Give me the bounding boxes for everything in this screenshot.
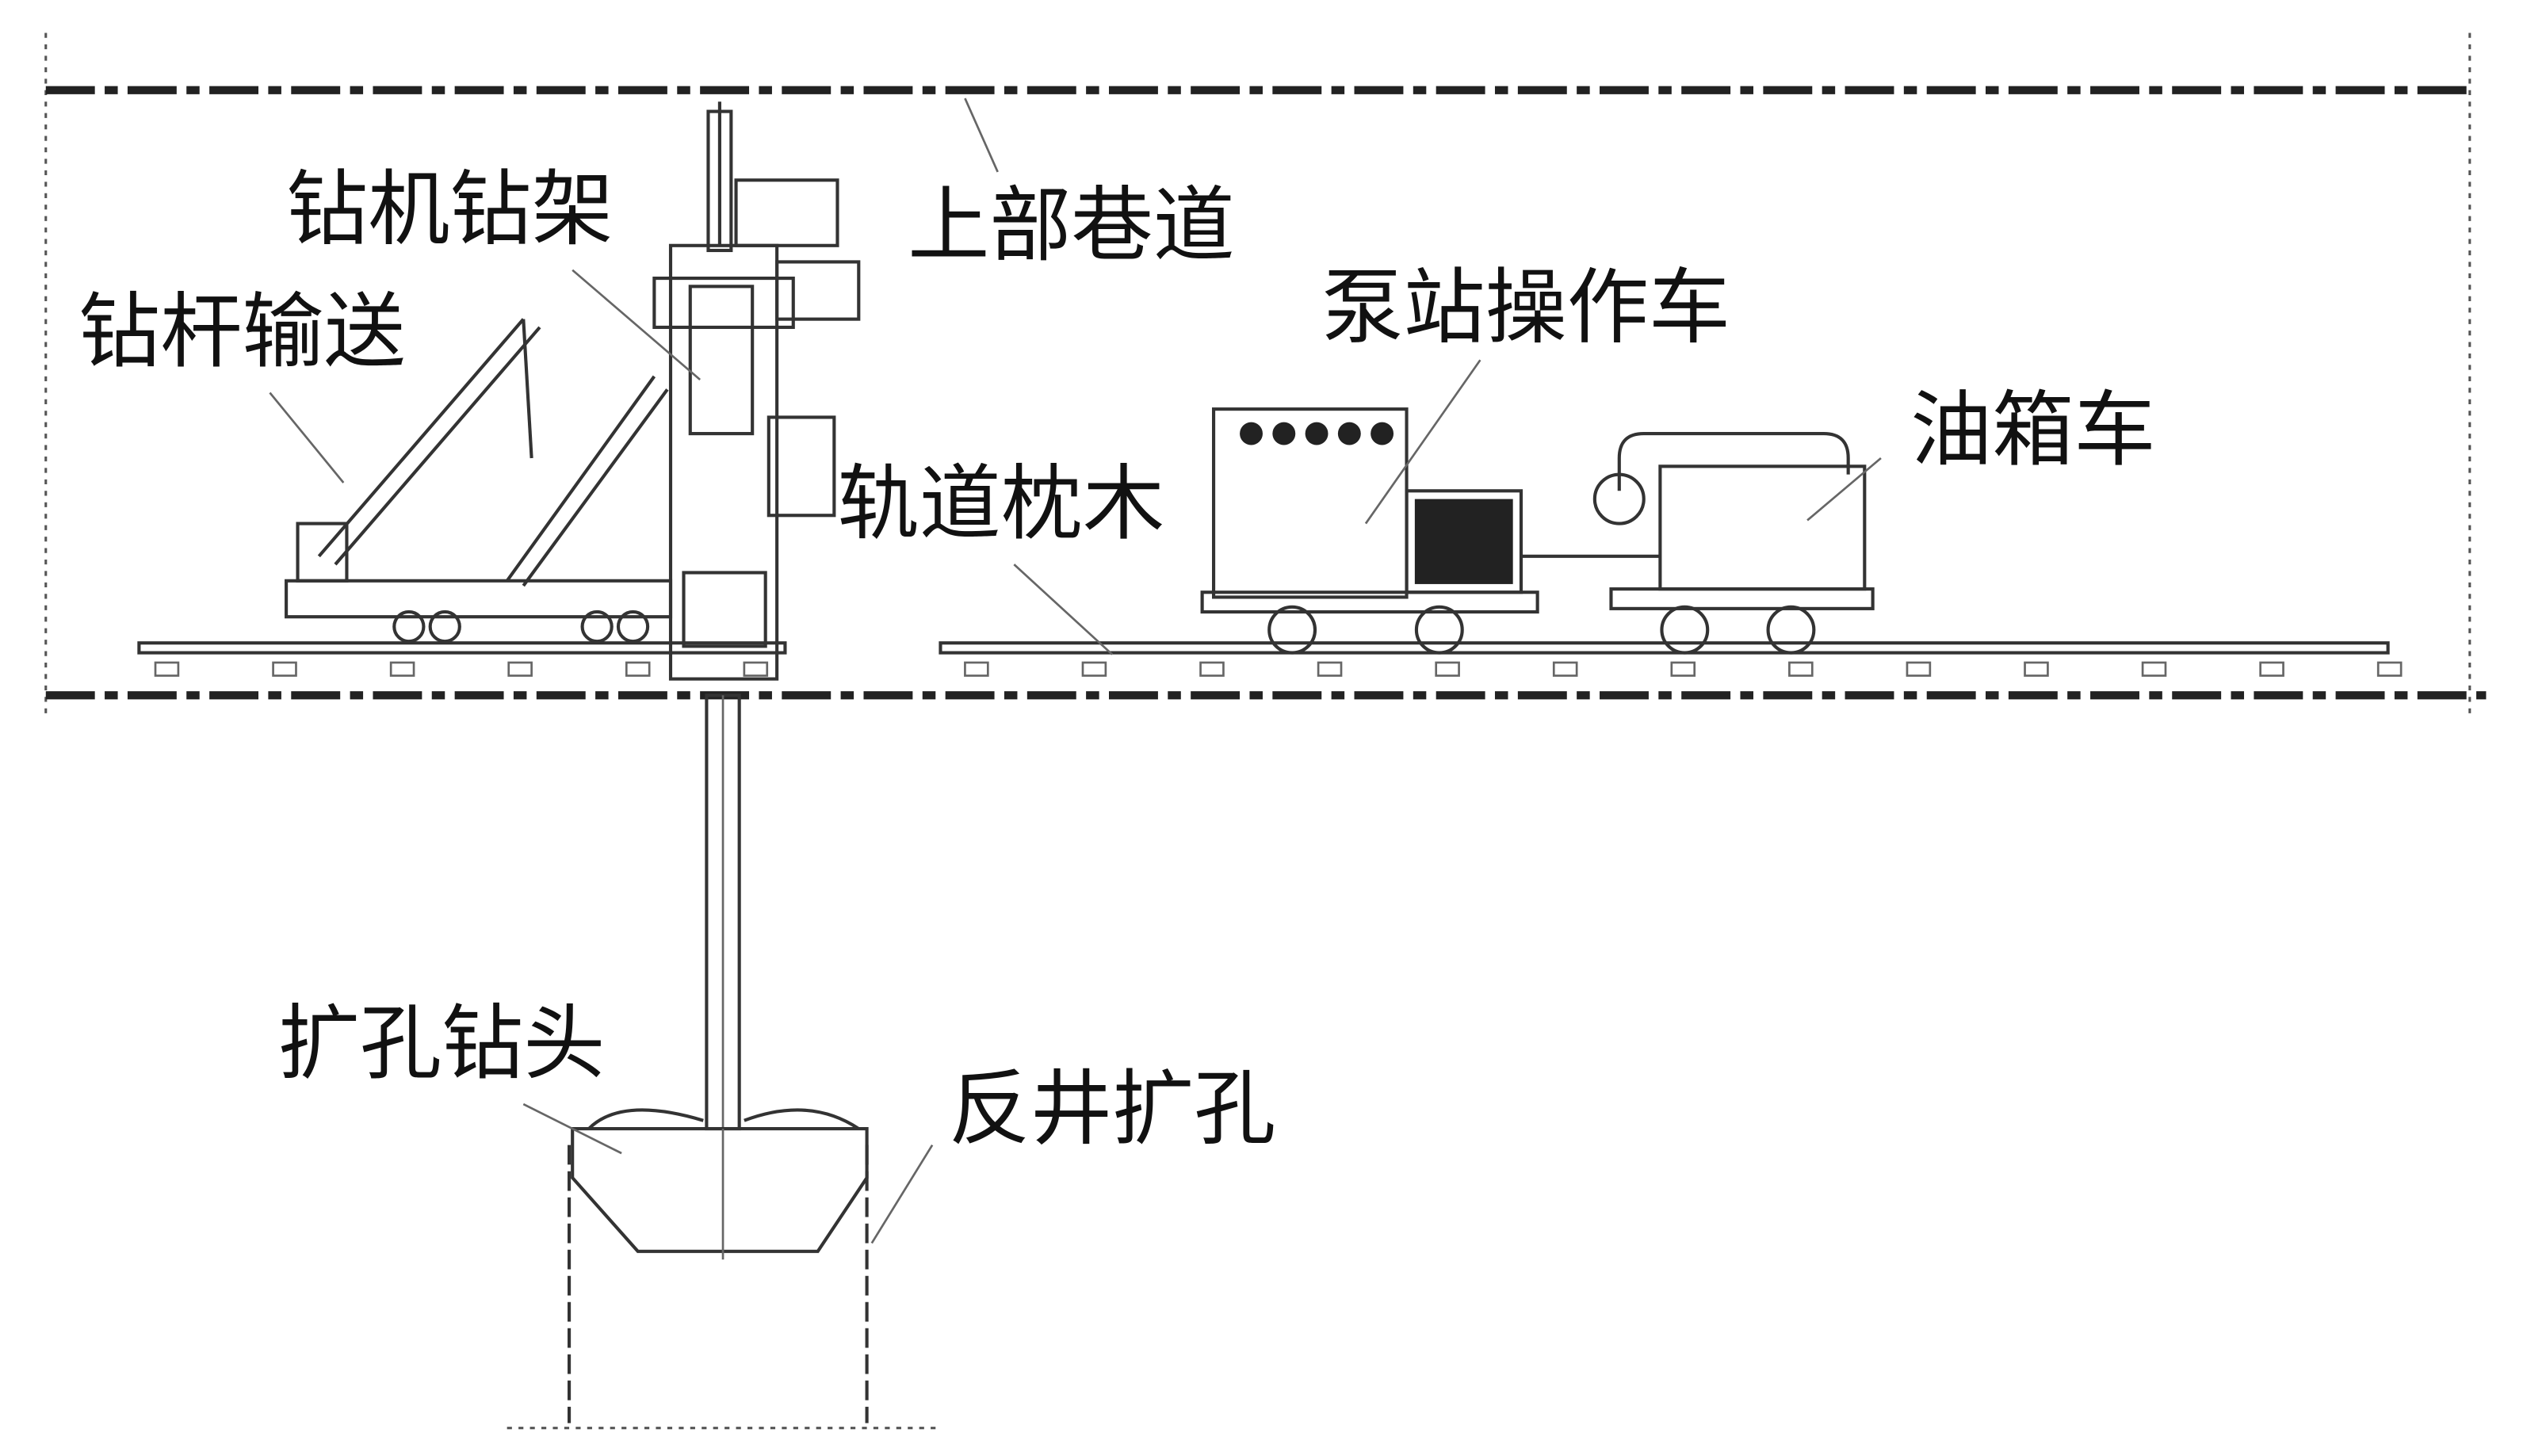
sleeper bbox=[1317, 661, 1343, 677]
pump-operation-car bbox=[1200, 407, 1661, 655]
drill-frame bbox=[652, 101, 861, 681]
label-drill-frame: 钻机钻架 bbox=[286, 162, 614, 257]
reaming-bit bbox=[571, 1108, 869, 1260]
track-rails bbox=[137, 641, 2403, 677]
gauge-icon bbox=[1240, 422, 1263, 445]
sleeper bbox=[154, 661, 180, 677]
sleeper bbox=[1670, 661, 1696, 677]
drill-rod bbox=[705, 694, 741, 1131]
sleeper bbox=[389, 661, 415, 677]
label-oil-tank-car: 油箱车 bbox=[1910, 383, 2155, 478]
gauge-icon bbox=[1337, 422, 1361, 445]
sleeper bbox=[1906, 661, 1932, 677]
sleeper bbox=[1199, 661, 1225, 677]
sleeper bbox=[964, 661, 989, 677]
sleeper bbox=[272, 661, 297, 677]
sleeper bbox=[2024, 661, 2049, 677]
sleeper bbox=[743, 661, 769, 677]
label-reaming-bit: 扩孔钻头 bbox=[278, 996, 606, 1091]
label-raise-reaming: 反井扩孔 bbox=[949, 1061, 1276, 1156]
sleeper bbox=[1788, 661, 1814, 677]
gauge-icon bbox=[1272, 422, 1296, 445]
sleeper bbox=[1552, 661, 1578, 677]
sleeper bbox=[2376, 661, 2403, 677]
label-upper-roadway: 上部巷道 bbox=[908, 178, 1235, 273]
gauge-icon bbox=[1305, 422, 1328, 445]
gauge-icon bbox=[1371, 422, 1394, 445]
upper-roadway-outline bbox=[44, 32, 2487, 720]
reamed-shaft bbox=[507, 1145, 941, 1430]
sleeper bbox=[507, 661, 533, 677]
sleeper bbox=[625, 661, 651, 677]
leader-lines bbox=[269, 97, 1882, 1244]
oil-tank-car bbox=[1592, 432, 1875, 655]
label-pump-car: 泵站操作车 bbox=[1321, 260, 1730, 355]
sleeper bbox=[1081, 661, 1107, 677]
label-rod-conveyor: 钻杆输送 bbox=[78, 285, 406, 380]
sleeper bbox=[2259, 661, 2284, 677]
label-track-sleepers: 轨道枕木 bbox=[837, 457, 1164, 552]
sleeper bbox=[2141, 661, 2167, 677]
sleeper bbox=[1435, 661, 1460, 677]
